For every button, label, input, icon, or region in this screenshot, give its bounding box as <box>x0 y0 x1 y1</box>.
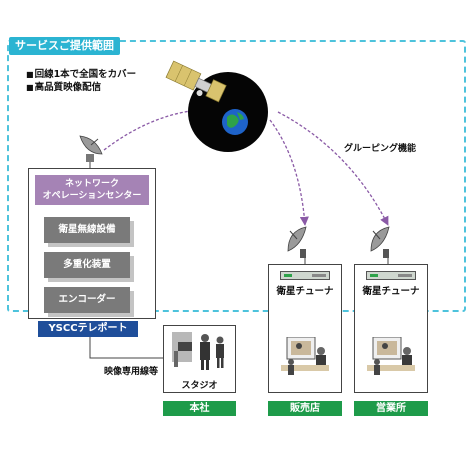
noc-label: ネットワーク オペレーションセンター <box>42 179 142 201</box>
studio-label: スタジオ <box>181 381 218 391</box>
satellite-earth-icon <box>165 60 268 152</box>
teleport-name-label: YSCCテレポート <box>38 321 138 337</box>
uplink-antenna-icon <box>79 135 103 162</box>
viewing-people-icon-dealer <box>281 337 329 375</box>
service-area-boundary <box>7 40 466 312</box>
feature-item-coverage: 回線1本で全国をカバー <box>26 68 137 81</box>
viewing-people-icon-branch <box>367 337 415 375</box>
studio-camera-icon <box>172 332 224 370</box>
satellite-radio-equipment: 衛星無線設備 <box>44 217 130 243</box>
receiving-antenna-icon-dealer <box>287 226 307 258</box>
downlink-arrow-dealer <box>269 119 309 226</box>
satellite-tuner-label-branch: 衛星チューナ <box>362 286 420 297</box>
site-label-branch: 営業所 <box>354 401 428 416</box>
site-label-head-office: 本社 <box>163 401 236 416</box>
studio-box: スタジオ <box>163 325 236 393</box>
encoder: エンコーダー <box>44 287 130 313</box>
satellite-tuner-device-dealer <box>280 271 330 280</box>
site-label-dealer: 販売店 <box>268 401 342 416</box>
dedicated-line-label: 映像専用線等 <box>104 367 159 377</box>
uplink-arrow <box>103 106 199 151</box>
network-operation-center: ネットワーク オペレーションセンター <box>35 175 149 205</box>
receiving-antenna-icon-branch <box>370 226 390 258</box>
branch-site-box: 衛星チューナ <box>354 264 428 393</box>
satellite-tuner-label-dealer: 衛星チューナ <box>276 286 334 297</box>
multiplexer: 多重化装置 <box>44 252 130 278</box>
feature-item-quality: 高品質映像配信 <box>26 81 102 94</box>
downlink-arrow-branch <box>277 111 389 226</box>
dedicated-line <box>89 337 175 359</box>
service-area-title: サービスご提供範囲 <box>9 37 120 55</box>
dealer-site-box: 衛星チューナ <box>268 264 342 393</box>
grouping-function-label: グルーピング機能 <box>344 144 417 154</box>
satellite-tuner-device-branch <box>366 271 416 280</box>
